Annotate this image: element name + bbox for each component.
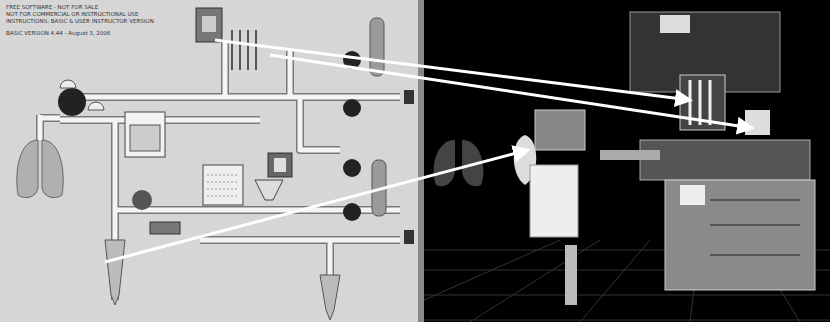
watermark-text: INSTRUCTIONS: BASIC & USER INSTRUCTOR VE…	[6, 18, 154, 25]
watermark-text: FREE SOFTWARE - NOT FOR SALE	[6, 4, 98, 11]
watermark-text: NOT FOR COMMERCIAL OR INSTRUCTIONAL USE	[6, 11, 139, 18]
watermark-text: BASIC VERSION 4.44 - August 3, 2006	[6, 30, 110, 37]
